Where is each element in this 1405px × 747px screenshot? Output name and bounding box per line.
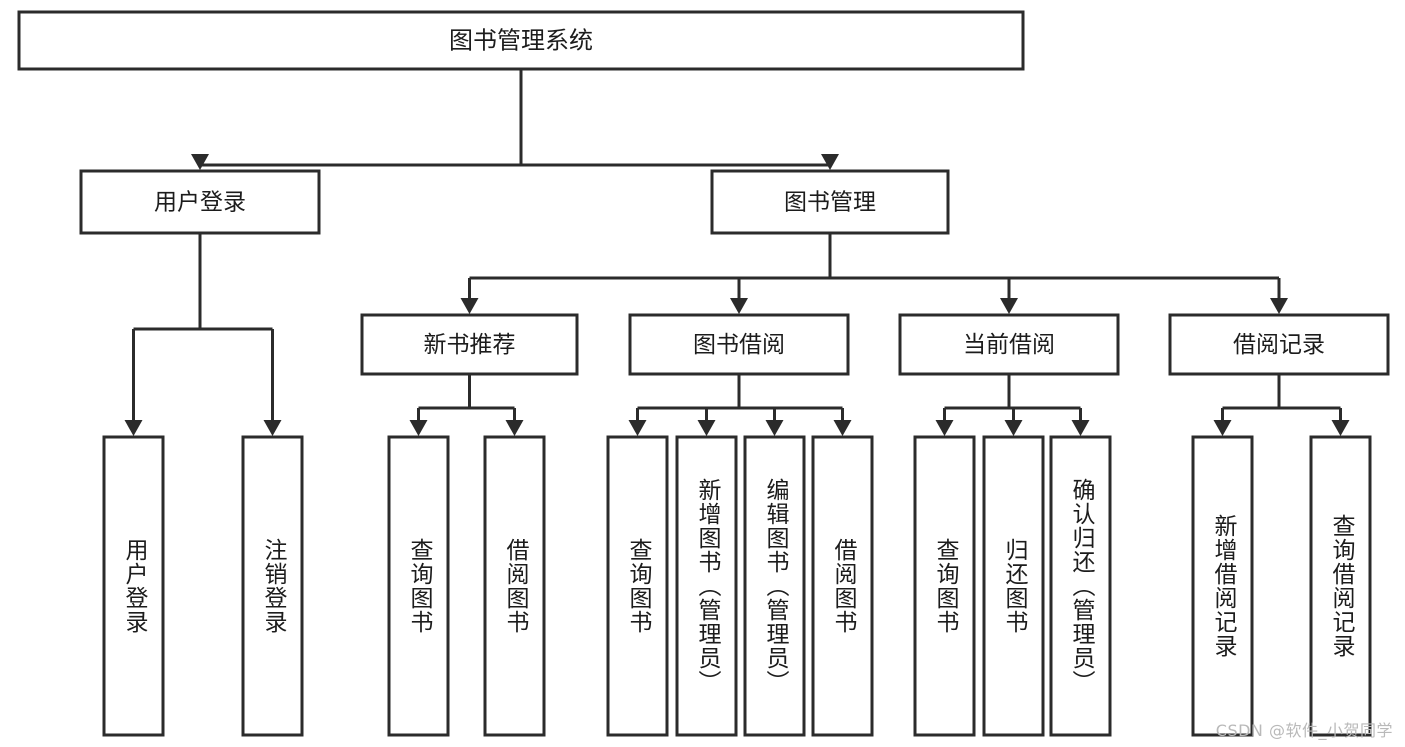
node-leaf-user-login-leaf[interactable]	[102, 435, 165, 737]
arrowhead-icon	[460, 298, 479, 314]
node-leaf-borrow-book-rec[interactable]	[483, 435, 546, 737]
arrowhead-icon	[191, 154, 209, 170]
arrowhead-icon	[505, 420, 524, 436]
arrowhead-icon	[833, 420, 852, 436]
node-leaf-query-borrow-record[interactable]	[1309, 435, 1372, 737]
arrowhead-icon	[1331, 420, 1350, 436]
arrowhead-icon	[124, 420, 143, 436]
arrowhead-icon	[263, 420, 282, 436]
arrowhead-icon	[697, 420, 716, 436]
node-leaf-borrow-book[interactable]	[811, 435, 874, 737]
node-level3-borrow-record[interactable]	[1168, 313, 1390, 376]
arrowhead-icon	[821, 154, 839, 170]
node-leaf-add-book-admin[interactable]	[675, 435, 738, 737]
arrowhead-icon	[1071, 420, 1090, 436]
arrowhead-icon	[409, 420, 428, 436]
node-label: 图书借阅	[693, 332, 785, 358]
node-leaf-return-book[interactable]	[982, 435, 1045, 737]
arrowhead-icon	[730, 298, 748, 314]
arrowhead-icon	[1004, 420, 1023, 436]
node-leaf-add-borrow-record[interactable]	[1191, 435, 1254, 737]
arrowhead-icon	[1270, 298, 1288, 314]
node-leaf-query-book-current[interactable]	[913, 435, 976, 737]
node-label: 用户登录	[154, 190, 246, 216]
node-label: 图书管理系统	[449, 27, 593, 55]
arrowhead-icon	[765, 420, 784, 436]
arrowhead-icon	[935, 420, 954, 436]
node-level3-new-book-recommend[interactable]	[360, 313, 579, 376]
edges-layer	[124, 69, 1350, 436]
node-level3-current-borrow[interactable]	[898, 313, 1120, 376]
node-label: 新书推荐	[424, 332, 516, 358]
watermark: CSDN @软件_小贺同学	[1215, 721, 1393, 740]
node-leaf-logout-leaf[interactable]	[241, 435, 304, 737]
node-label: 借阅记录	[1233, 332, 1325, 358]
node-level2-user-login[interactable]	[79, 169, 321, 235]
node-label: 当前借阅	[963, 332, 1055, 358]
arrowhead-icon	[628, 420, 647, 436]
node-leaf-confirm-return-admin[interactable]	[1049, 435, 1112, 737]
arrowhead-icon	[1213, 420, 1232, 436]
arrowhead-icon	[1000, 298, 1018, 314]
node-leaf-query-book-rec[interactable]	[387, 435, 450, 737]
node-level3-book-borrow[interactable]	[628, 313, 850, 376]
boxes-layer	[17, 10, 1390, 737]
node-label: 图书管理	[784, 190, 876, 216]
node-level2-book-manage[interactable]	[710, 169, 950, 235]
node-leaf-edit-book-admin[interactable]	[743, 435, 806, 737]
node-root[interactable]	[17, 10, 1025, 71]
node-leaf-query-book-borrow[interactable]	[606, 435, 669, 737]
